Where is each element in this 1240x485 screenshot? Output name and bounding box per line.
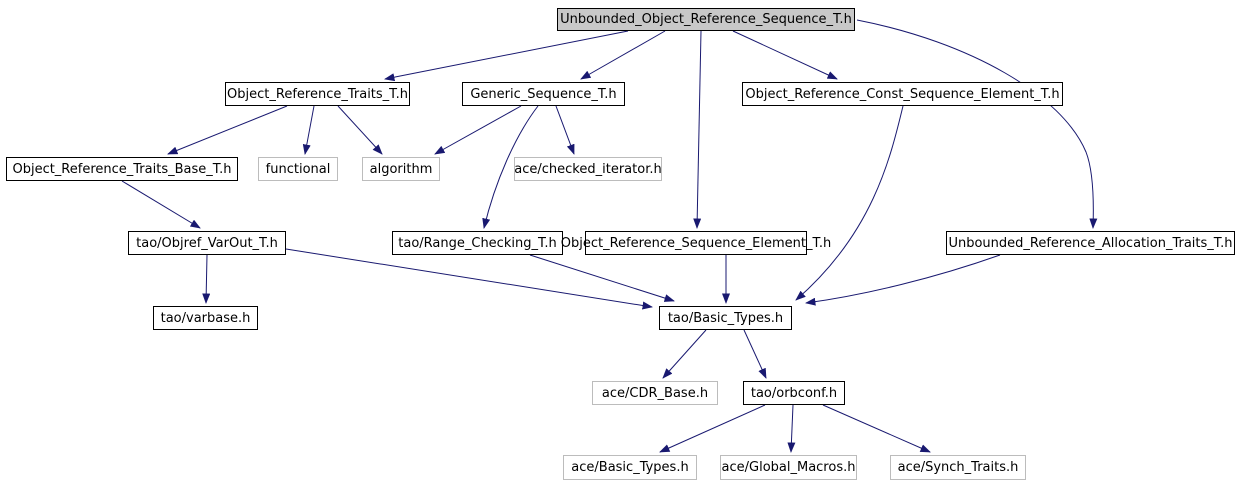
edge-tao-orbconf-h-to-ace-synch-traits-h (822, 404, 931, 453)
node-algorithm: algorithm (362, 157, 440, 181)
node-tao-varbase-h[interactable]: tao/varbase.h (153, 306, 258, 330)
node-ace-synch-traits-h: ace/Synch_Traits.h (890, 455, 1026, 480)
node-tao-range-checking-t-h[interactable]: tao/Range_Checking_T.h (392, 231, 563, 255)
edge-object-reference-traits-base-t-h-to-tao-objref-varout-t-h (121, 180, 201, 229)
edge-tao-objref-varout-t-h-to-tao-varbase-h (202, 254, 211, 304)
edge-root-to-object-reference-traits-t-h (384, 30, 629, 82)
edge-tao-basic-types-h-to-tao-orbconf-h (743, 329, 767, 379)
node-generic-sequence-t-h[interactable]: Generic_Sequence_T.h (462, 82, 625, 106)
node-unbounded-reference-allocation-traits-t-h[interactable]: Unbounded_Reference_Allocation_Traits_T.… (946, 231, 1235, 255)
edge-root-to-generic-sequence-t-h (580, 30, 666, 80)
edge-object-reference-traits-t-h-to-object-reference-traits-base-t-h (167, 105, 288, 155)
node-object-reference-traits-t-h[interactable]: Object_Reference_Traits_T.h (225, 82, 410, 106)
node-ace-cdr-base-h: ace/CDR_Base.h (592, 381, 718, 405)
node-tao-basic-types-h[interactable]: tao/Basic_Types.h (659, 306, 792, 330)
edge-object-reference-const-sequence-element-t-h-to-tao-basic-types-h (795, 105, 904, 301)
edge-generic-sequence-t-h-to-ace-checked-iterator-h (555, 105, 575, 155)
node-ace-global-macros-h: ace/Global_Macros.h (720, 455, 857, 480)
node-functional: functional (258, 157, 338, 181)
node-object-reference-sequence-element-t-h[interactable]: Object_Reference_Sequence_Element_T.h (561, 231, 831, 255)
edge-tao-range-checking-t-h-to-tao-basic-types-h (529, 254, 675, 302)
node-ace-basic-types-h: ace/Basic_Types.h (563, 455, 697, 480)
node-tao-objref-varout-t-h[interactable]: tao/Objref_VarOut_T.h (128, 231, 286, 255)
edge-object-reference-traits-t-h-to-functional (302, 105, 315, 155)
node-unbounded-object-reference-sequence-t-h: Unbounded_Object_Reference_Sequence_T.h (557, 8, 855, 31)
edge-root-to-unbounded-reference-allocation-traits-t-h (856, 19, 1098, 229)
edge-root-to-object-reference-sequence-element-t-h (693, 30, 702, 229)
edge-tao-orbconf-h-to-ace-basic-types-h (659, 404, 766, 453)
node-object-reference-const-sequence-element-t-h[interactable]: Object_Reference_Const_Sequence_Element_… (742, 82, 1063, 106)
edge-generic-sequence-t-h-to-algorithm (434, 105, 522, 155)
node-tao-orbconf-h[interactable]: tao/orbconf.h (743, 381, 845, 405)
edge-object-reference-traits-t-h-to-algorithm (337, 105, 383, 155)
edge-tao-orbconf-h-to-ace-global-macros-h (787, 404, 796, 453)
node-object-reference-traits-base-t-h[interactable]: Object_Reference_Traits_Base_T.h (6, 157, 238, 181)
edge-unbounded-reference-allocation-traits-t-h-to-tao-basic-types-h (805, 254, 1001, 306)
edge-tao-basic-types-h-to-ace-cdr-base-h (662, 329, 707, 379)
edge-tao-objref-varout-t-h-to-tao-basic-types-h (285, 248, 653, 310)
edge-root-to-object-reference-const-sequence-element-t-h (732, 30, 838, 80)
node-ace-checked-iterator-h: ace/checked_iterator.h (514, 157, 662, 181)
